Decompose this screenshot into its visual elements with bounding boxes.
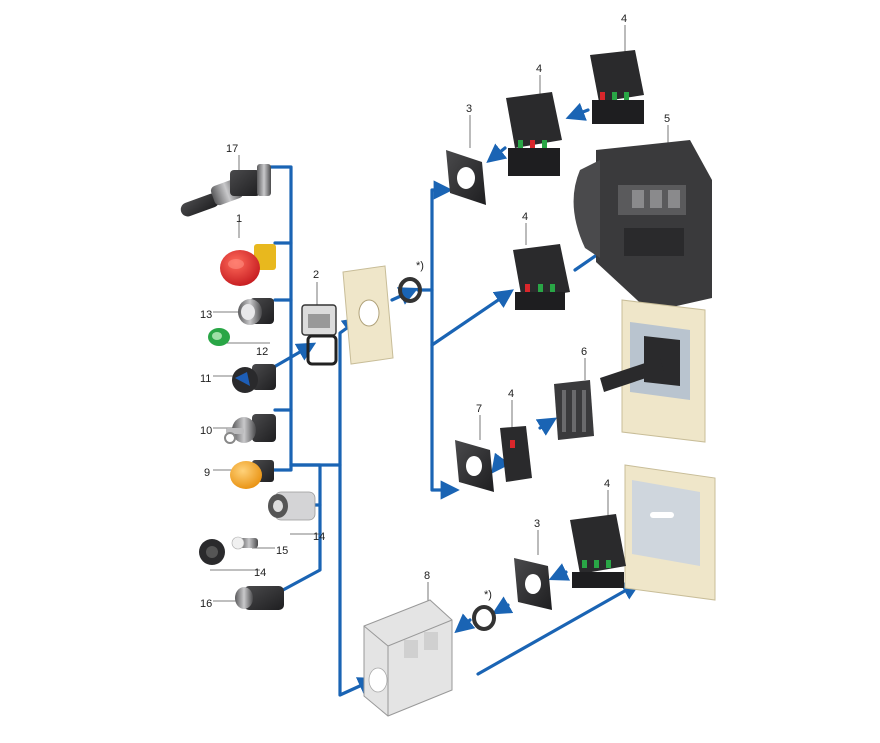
spacer-ring-top bbox=[398, 277, 422, 303]
callout-9: 9 bbox=[204, 467, 210, 479]
callout-4-a: 4 bbox=[621, 13, 627, 25]
callout-4-c: 4 bbox=[522, 211, 528, 223]
component-5-enclosure bbox=[573, 140, 712, 312]
component-3-adapter-top bbox=[446, 150, 486, 205]
callout-star-bottom: *) bbox=[484, 589, 492, 601]
component-9-indicator-lamp bbox=[230, 460, 274, 489]
right-bus-line bbox=[416, 180, 453, 292]
callout-2: 2 bbox=[313, 269, 319, 281]
arrow-4d-to-7 bbox=[491, 452, 511, 474]
callout-6: 6 bbox=[581, 346, 587, 358]
arrow-3b-to-ring bbox=[491, 596, 514, 615]
component-12-green-cap bbox=[208, 328, 230, 346]
component-4-contact-block-e bbox=[570, 514, 626, 588]
arrow-4d-to-6 bbox=[535, 417, 558, 436]
callout-13: 13 bbox=[200, 309, 212, 321]
callout-14-grommet: 14 bbox=[254, 567, 266, 579]
component-17-joystick bbox=[180, 164, 271, 217]
arrow-4e-to-3b bbox=[548, 563, 571, 581]
callout-15: 15 bbox=[276, 545, 288, 557]
component-7-adapter bbox=[455, 440, 494, 492]
callout-16: 16 bbox=[200, 598, 212, 610]
connector-to-8 bbox=[289, 463, 378, 697]
callout-3-top: 3 bbox=[466, 103, 472, 115]
left-bus-line bbox=[269, 165, 293, 472]
callout-11: 11 bbox=[200, 373, 211, 385]
right-bus-low bbox=[430, 343, 460, 500]
arrow-ring-to-8 bbox=[454, 613, 476, 634]
mounting-panel-plate bbox=[342, 265, 394, 365]
spacer-ring-bottom bbox=[472, 605, 496, 631]
callout-numbers: 17 1 13 12 11 10 9 15 14 14 16 2 *) 3 4 … bbox=[200, 13, 670, 610]
callout-5: 5 bbox=[664, 113, 670, 125]
callout-17: 17 bbox=[226, 143, 238, 155]
callout-3-bottom: 3 bbox=[534, 518, 540, 530]
callout-7: 7 bbox=[476, 403, 482, 415]
connector-16 bbox=[281, 503, 322, 592]
component-15-bulb bbox=[231, 536, 258, 550]
callout-8: 8 bbox=[424, 570, 430, 582]
component-2-legend-holder bbox=[301, 304, 338, 366]
arrow-4b-to-3a bbox=[486, 143, 508, 163]
component-4-contact-block-d bbox=[500, 426, 532, 482]
callout-4-e: 4 bbox=[604, 478, 610, 490]
callout-12: 12 bbox=[256, 346, 268, 358]
component-3-adapter-bottom bbox=[514, 558, 552, 610]
component-1-emergency-stop bbox=[220, 244, 276, 286]
component-8-base-frame bbox=[363, 599, 453, 717]
component-16-socket bbox=[235, 586, 284, 610]
component-4-contact-block-b bbox=[506, 92, 562, 176]
arrow-4a-to-4b bbox=[565, 102, 590, 121]
arrow-8-to-rail bbox=[476, 581, 642, 676]
component-4-contact-block-a bbox=[590, 50, 644, 124]
callout-4-b: 4 bbox=[536, 63, 542, 75]
component-6-bracket bbox=[554, 358, 664, 440]
right-bus-mid bbox=[430, 288, 514, 347]
component-4-contact-block-c bbox=[513, 244, 570, 310]
component-11-selector bbox=[232, 364, 276, 393]
callout-1: 1 bbox=[236, 213, 242, 225]
component-14-adapter bbox=[268, 491, 316, 521]
callout-4-d: 4 bbox=[508, 388, 514, 400]
callout-star-top: *) bbox=[416, 260, 424, 272]
wall-panel-rail bbox=[624, 464, 716, 601]
callout-10: 10 bbox=[200, 425, 212, 437]
component-10-key-switch bbox=[224, 414, 276, 444]
component-13-pushbutton bbox=[238, 298, 274, 325]
callout-14-adapter: 14 bbox=[313, 531, 325, 543]
component-14-grommet bbox=[199, 539, 225, 565]
